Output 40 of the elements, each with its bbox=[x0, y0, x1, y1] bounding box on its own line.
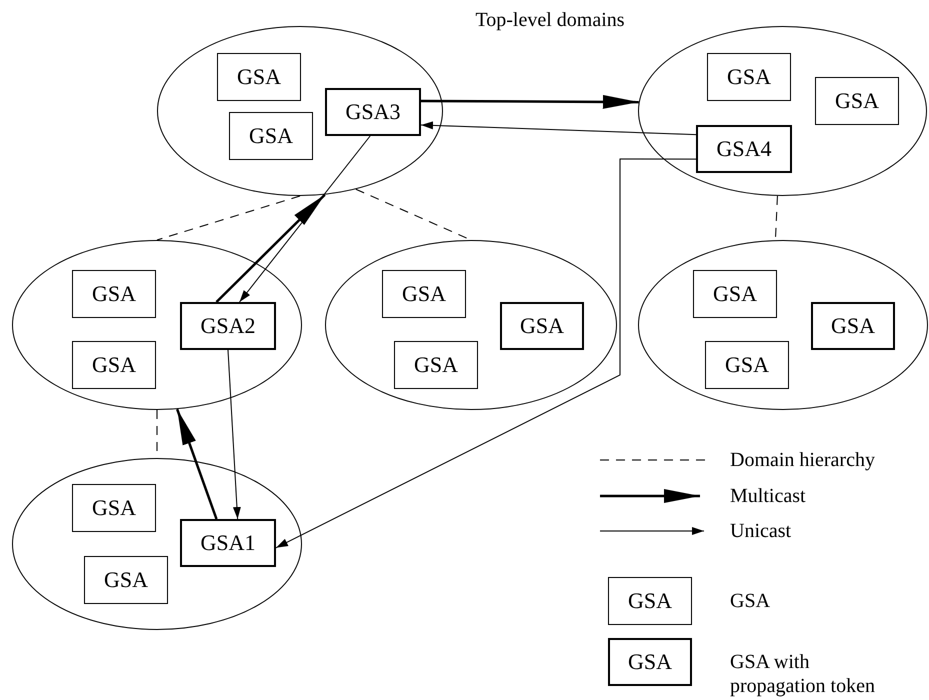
arrow bbox=[216, 194, 326, 303]
domain-ellipse bbox=[325, 240, 617, 410]
legend-text: Multicast bbox=[730, 484, 807, 508]
token-gsa-box: GSA4 bbox=[696, 125, 792, 173]
arrow bbox=[421, 94, 639, 109]
arrow bbox=[276, 158, 696, 548]
gsa-box: GSA bbox=[693, 270, 777, 318]
token-gsa-box: GSA2 bbox=[180, 302, 276, 350]
legend-text: GSA with propagation token bbox=[730, 650, 876, 698]
gsa-box: GSA bbox=[382, 270, 466, 318]
gsa-box: GSA bbox=[84, 556, 168, 604]
gsa-box: GSA bbox=[72, 270, 156, 318]
arrow bbox=[228, 350, 241, 520]
domain-ellipse bbox=[157, 26, 443, 196]
arrow bbox=[239, 136, 371, 302]
gsa-box: GSA bbox=[72, 484, 156, 532]
legend-text: Unicast bbox=[730, 519, 792, 543]
token-gsa-box: GSA bbox=[608, 638, 692, 686]
token-gsa-box: GSA bbox=[811, 302, 895, 350]
gsa-box: GSA bbox=[815, 77, 899, 125]
gsa-box: GSA bbox=[394, 341, 478, 389]
domain-ellipse bbox=[638, 240, 928, 410]
arrow bbox=[176, 408, 218, 520]
diagram-title: Top-level domains bbox=[474, 8, 626, 32]
domain-ellipse bbox=[12, 458, 302, 630]
hierarchy-line bbox=[156, 196, 300, 240]
gsa-box: GSA bbox=[217, 53, 301, 101]
domain-ellipse bbox=[12, 240, 302, 410]
token-gsa-box: GSA bbox=[500, 302, 584, 350]
arrow bbox=[420, 121, 696, 136]
legend-text: GSA bbox=[730, 589, 772, 613]
gsa-box: GSA bbox=[707, 53, 791, 101]
gsa-box: GSA bbox=[705, 341, 789, 389]
token-gsa-box: GSA1 bbox=[180, 519, 276, 567]
gsa-box: GSA bbox=[72, 341, 156, 389]
legend-text: Domain hierarchy bbox=[730, 448, 876, 472]
domain-ellipse bbox=[638, 26, 927, 196]
gsa-box: GSA bbox=[229, 112, 313, 160]
gsa-box: GSA bbox=[608, 577, 692, 625]
token-gsa-box: GSA3 bbox=[325, 88, 421, 136]
